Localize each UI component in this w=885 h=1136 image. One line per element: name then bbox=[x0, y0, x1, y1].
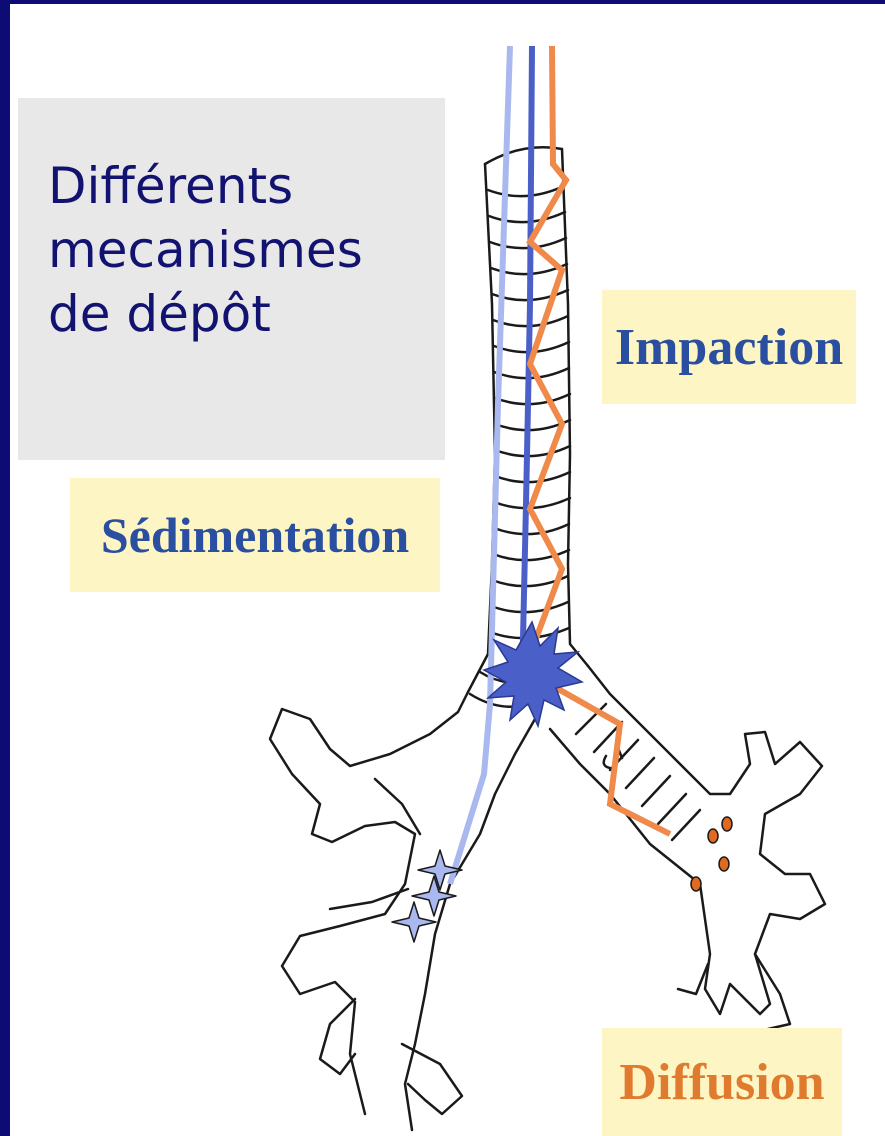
slide-panel: Différents mecanismes de dépôt Impaction… bbox=[10, 4, 885, 1136]
trachea-right-wall bbox=[562, 149, 588, 666]
slide-title: Différents mecanismes de dépôt bbox=[48, 154, 428, 346]
label-diffusion: Diffusion bbox=[602, 1028, 842, 1136]
impaction-burst-icon bbox=[484, 622, 582, 726]
sedimentation-star-icon bbox=[392, 902, 436, 942]
sedimentation-path bbox=[450, 46, 510, 884]
diffusion-particle-icon bbox=[722, 817, 732, 831]
label-impaction: Impaction bbox=[602, 290, 856, 404]
diffusion-particle-icon bbox=[719, 857, 729, 871]
diffusion-particle-icon bbox=[691, 877, 701, 891]
impaction-path bbox=[530, 46, 670, 834]
diffusion-particle-icon bbox=[708, 829, 718, 843]
label-sedimentation: Sédimentation bbox=[70, 478, 440, 592]
sedimentation-star-icon bbox=[418, 850, 462, 890]
